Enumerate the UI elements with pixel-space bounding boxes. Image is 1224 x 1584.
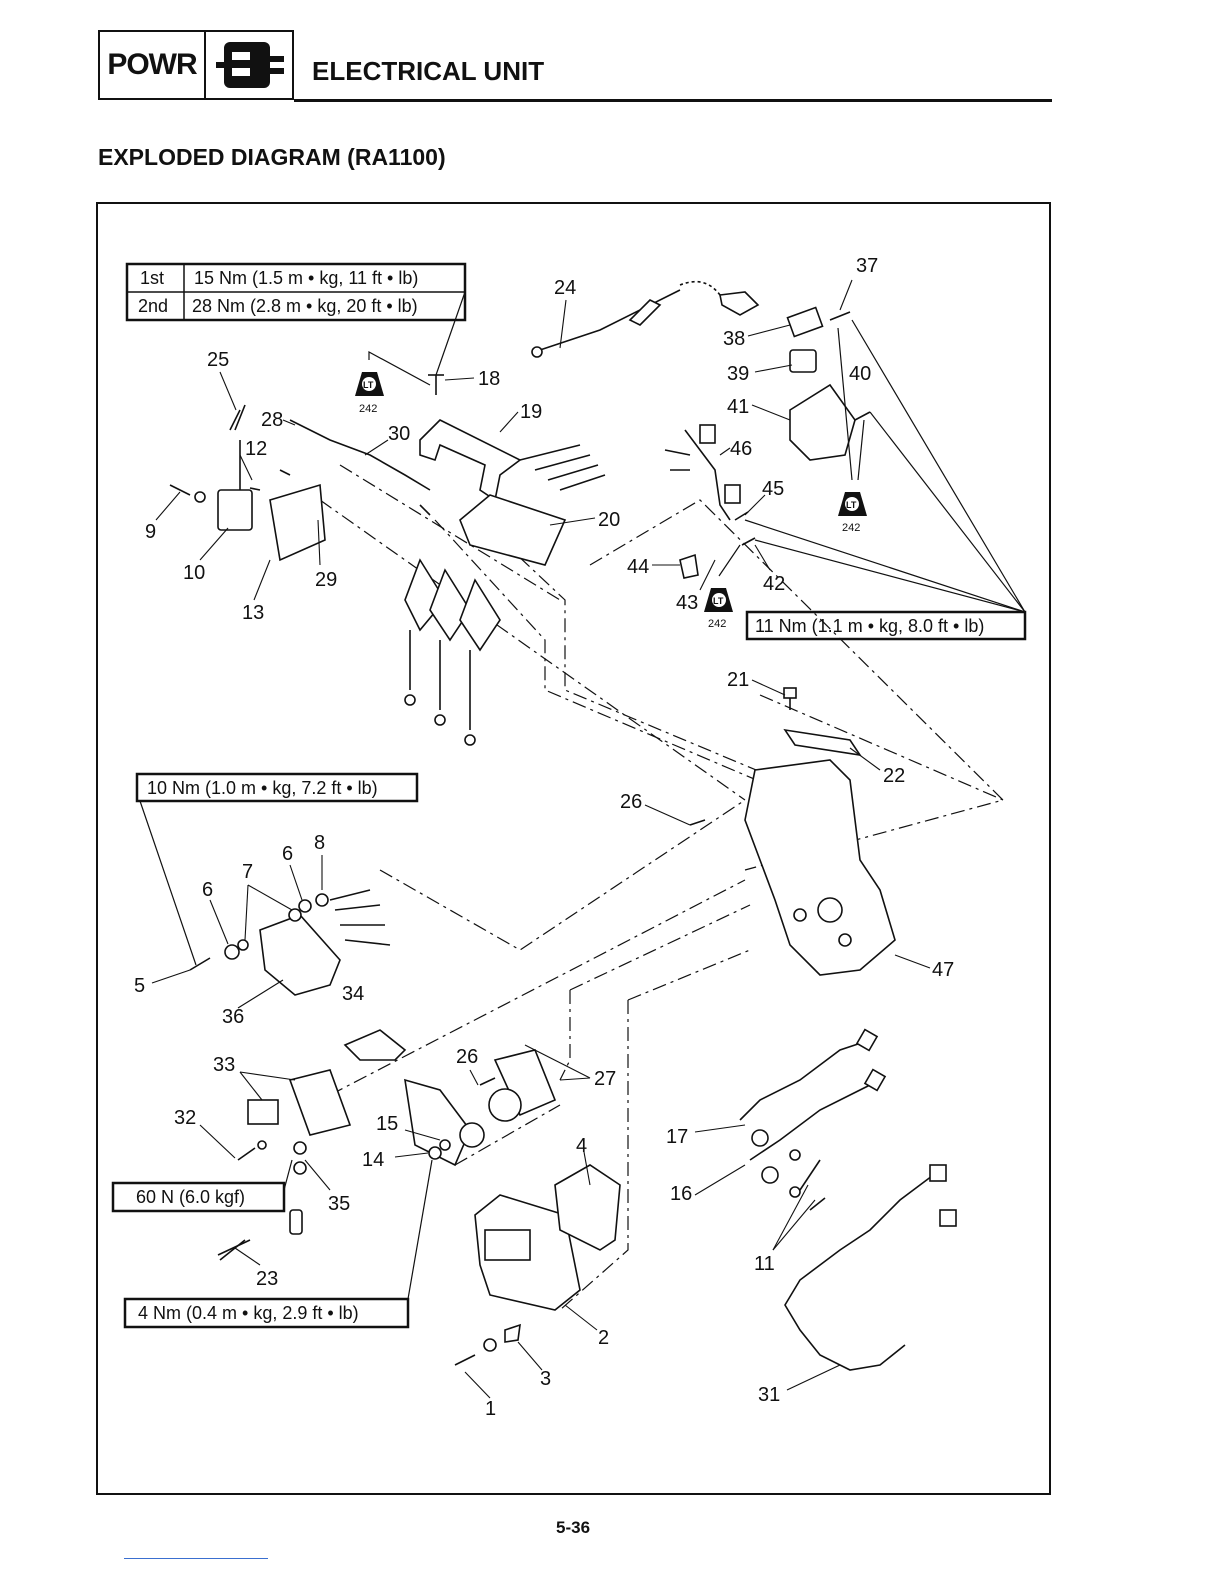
svg-text:242: 242 (708, 618, 726, 630)
footer-rule (124, 1558, 268, 1559)
page-title: ELECTRICAL UNIT (312, 56, 545, 86)
callout-17: 17 (666, 1126, 688, 1148)
callout-39: 39 (727, 363, 749, 385)
electrical-unit-icon (206, 32, 292, 98)
callout-38: 38 (723, 328, 745, 350)
torque-value-1: 15 Nm (1.5 m • kg, 11 ft • lb) (194, 268, 418, 288)
callout-6a: 6 (202, 879, 213, 901)
loctite-label: LT (363, 380, 374, 390)
callout-13: 13 (242, 602, 264, 624)
torque-step-1: 1st (140, 268, 164, 288)
loctite-marker-3: 242 LT (704, 588, 733, 630)
callout-26a: 26 (620, 791, 642, 813)
section-code: POWR (100, 32, 206, 98)
callout-32: 32 (174, 1107, 196, 1129)
svg-text:4 Nm (0.4 m • kg, 2.9 ft • lb): 4 Nm (0.4 m • kg, 2.9 ft • lb) (138, 1303, 359, 1323)
callout-8: 8 (314, 832, 325, 854)
callout-35: 35 (328, 1193, 350, 1215)
callout-15: 15 (376, 1113, 398, 1135)
loctite-marker-2: 242 LT (838, 492, 867, 534)
callout-20: 20 (598, 509, 620, 531)
callout-9: 9 (145, 521, 156, 543)
part-shapes (169, 280, 957, 1371)
svg-text:11 Nm (1.1 m • kg, 8.0 ft • lb: 11 Nm (1.1 m • kg, 8.0 ft • lb) (755, 616, 984, 636)
spec-box-lower-left: 4 Nm (0.4 m • kg, 2.9 ft • lb) (123, 1297, 410, 1329)
title-rule (294, 99, 1052, 102)
callout-14: 14 (362, 1149, 384, 1171)
callout-21: 21 (727, 669, 749, 691)
callout-42: 42 (763, 573, 785, 595)
callout-12: 12 (245, 438, 267, 460)
callout-6b: 6 (282, 843, 293, 865)
callout-23: 23 (256, 1268, 278, 1290)
callout-28: 28 (261, 409, 283, 431)
callout-5: 5 (134, 975, 145, 997)
callout-44: 44 (627, 556, 649, 578)
callout-36: 36 (222, 1006, 244, 1028)
diagram-title: EXPLODED DIAGRAM (RA1100) (98, 144, 446, 170)
svg-text:242: 242 (359, 403, 377, 415)
loctite-leaders (368, 327, 865, 577)
callout-40: 40 (849, 363, 871, 385)
callout-4: 4 (576, 1135, 587, 1157)
callout-34: 34 (342, 983, 364, 1005)
callout-30: 30 (388, 423, 410, 445)
callout-7: 7 (242, 861, 253, 883)
torque-table: 1st 15 Nm (1.5 m • kg, 11 ft • lb) 2nd 2… (125, 262, 467, 322)
section-tab: POWR (98, 30, 294, 100)
callout-43: 43 (676, 592, 698, 614)
spec-box-left-middle: 10 Nm (1.0 m • kg, 7.2 ft • lb) (135, 772, 419, 803)
callout-22: 22 (883, 765, 905, 787)
page-number: 5-36 (556, 1518, 591, 1537)
alignment-lines (319, 464, 1005, 1311)
callout-2: 2 (598, 1327, 609, 1349)
callout-31: 31 (758, 1384, 780, 1406)
callout-27: 27 (594, 1068, 616, 1090)
callout-leaders (151, 279, 931, 1399)
callouts: 1 2 3 4 5 6 6 7 8 9 10 11 12 13 14 15 16… (134, 255, 954, 1420)
callout-45: 45 (762, 478, 784, 500)
spec-leaders (139, 291, 1026, 1300)
callout-10: 10 (183, 562, 205, 584)
spec-box-upper-right: 11 Nm (1.1 m • kg, 8.0 ft • lb) (745, 610, 1027, 641)
callout-19: 19 (520, 401, 542, 423)
svg-text:10 Nm (1.0 m • kg, 7.2 ft • lb: 10 Nm (1.0 m • kg, 7.2 ft • lb) (147, 778, 378, 798)
callout-11: 11 (754, 1253, 775, 1275)
callout-46: 46 (730, 438, 752, 460)
svg-text:60 N (6.0 kgf): 60 N (6.0 kgf) (136, 1187, 245, 1207)
callout-41: 41 (727, 396, 749, 418)
callout-3: 3 (540, 1368, 551, 1390)
loctite-label: LT (846, 500, 857, 510)
callout-16: 16 (670, 1183, 692, 1205)
loctite-label: LT (713, 596, 724, 606)
diagram-frame (96, 202, 1051, 1495)
callout-26b: 26 (456, 1046, 478, 1068)
callout-18: 18 (478, 368, 500, 390)
callout-37: 37 (856, 255, 878, 277)
callout-29: 29 (315, 569, 337, 591)
callout-33: 33 (213, 1054, 235, 1076)
loctite-marker-1: 242 LT (355, 372, 384, 415)
callout-25: 25 (207, 349, 229, 371)
spec-box-clamp-force: 60 N (6.0 kgf) (111, 1181, 286, 1213)
callout-24: 24 (554, 277, 576, 299)
torque-value-2: 28 Nm (2.8 m • kg, 20 ft • lb) (192, 296, 418, 316)
svg-text:242: 242 (842, 522, 860, 534)
callout-47: 47 (932, 959, 954, 981)
callout-1: 1 (485, 1398, 496, 1420)
torque-step-2: 2nd (138, 296, 168, 316)
